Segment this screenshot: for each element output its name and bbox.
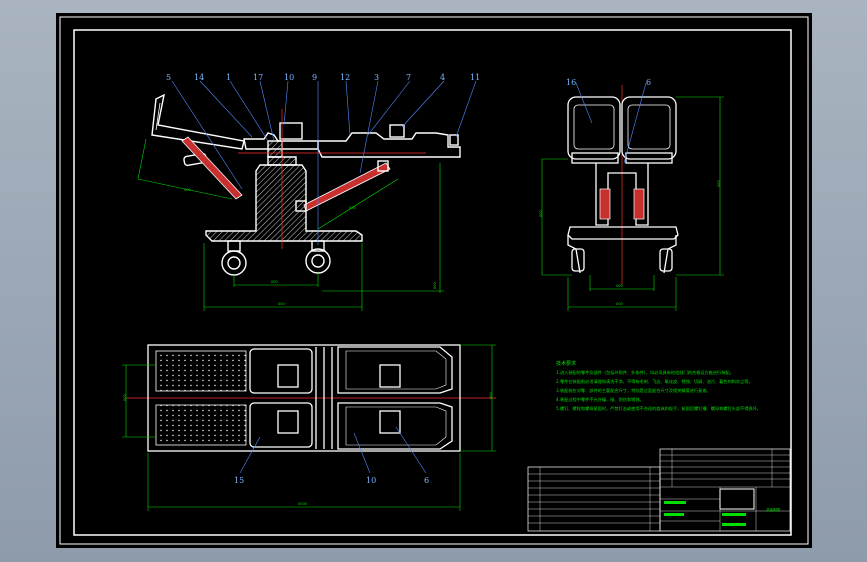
label-4: 4 — [440, 73, 445, 82]
label-10: 10 — [284, 73, 294, 82]
svg-text:000: 000 — [616, 284, 623, 288]
top-view-labels: 15 10 6 — [234, 476, 429, 485]
front-caster-right — [659, 248, 673, 272]
right-seat-back — [621, 96, 677, 160]
front-caster-left — [571, 248, 585, 272]
svg-text:0000: 0000 — [298, 502, 307, 506]
label-15: 15 — [234, 476, 244, 485]
top-view-leaders — [239, 426, 427, 474]
svg-text:000: 000 — [489, 392, 493, 399]
svg-text:000: 000 — [184, 188, 191, 192]
label-17: 17 — [253, 73, 263, 82]
label-7: 7 — [406, 73, 411, 82]
notes-line-1: 1.进入装配的零件及部件（包括外购件、外协件），均必须具有检验部门的合格证方能进… — [556, 369, 734, 376]
notes-heading: 技术要求 — [556, 360, 576, 367]
caster-right — [305, 248, 331, 274]
label-11: 11 — [470, 73, 480, 82]
label-3: 3 — [374, 73, 379, 82]
side-view-dims — [137, 138, 444, 311]
label-5: 5 — [166, 73, 171, 82]
leg-plate — [317, 132, 461, 158]
svg-text:000: 000 — [616, 302, 623, 306]
left-seat-back — [567, 96, 621, 160]
main-column — [205, 164, 363, 242]
front-base — [567, 226, 679, 240]
side-view-leaders — [171, 80, 477, 245]
side-view-dim-text: 000 000 000 000 000 — [184, 188, 437, 306]
side-view-labels: 5 14 1 17 10 9 12 3 7 4 11 — [166, 73, 480, 82]
hub-block — [279, 122, 303, 140]
notes-line-5: 5.螺钉、螺栓和螺母紧固时，严禁打击或使用不合适的旋具和扳手。紧固后螺钉槽、螺母… — [556, 405, 761, 412]
label-1: 1 — [226, 73, 231, 82]
notes-line-3: 3.装配前应对零、部件的主要配合尺寸，特别是过盈配合尺寸及相关精度进行复查。 — [556, 387, 711, 394]
drawing-name: 总装配图 — [766, 507, 780, 512]
svg-text:000: 000 — [278, 302, 285, 306]
notes-line-2: 2.零件在装配前必须清理和清洗干净，不得有毛刺、飞边、氧化皮、锈蚀、切屑、油污、… — [556, 378, 753, 385]
front-view-dims — [541, 96, 724, 311]
front-view-dim-text: 000 000 000 000 — [539, 180, 721, 306]
inner-border — [73, 29, 792, 536]
centerlines — [126, 85, 623, 399]
headrest-pad-right — [155, 404, 247, 446]
label-12: 12 — [340, 73, 350, 82]
caster-left — [221, 250, 247, 276]
top-outline — [147, 344, 461, 452]
top-view-dims — [122, 344, 496, 511]
label-14: 14 — [194, 73, 204, 82]
backrest — [151, 93, 245, 150]
svg-text:000: 000 — [349, 206, 356, 210]
technical-notes: 技术要求 1.进入装配的零件及部件（包括外购件、外协件），均必须具有检验部门的合… — [556, 360, 761, 412]
svg-text:000: 000 — [539, 210, 543, 217]
front-view-leaders — [575, 82, 647, 164]
label-16: 16 — [566, 78, 576, 87]
svg-text:000: 000 — [271, 280, 278, 284]
front-view — [567, 96, 679, 274]
side-view — [151, 93, 461, 276]
title-block: 总装配图 — [527, 448, 791, 532]
svg-text:000: 000 — [717, 180, 721, 187]
top-view-dim-text: 000 000 0000 — [123, 392, 493, 506]
leg-strut — [303, 162, 391, 212]
leg-block — [389, 124, 405, 138]
svg-text:000: 000 — [433, 282, 437, 289]
notes-line-4: 4.装配过程中零件不允许磕、碰、划伤和锈蚀。 — [556, 396, 644, 403]
label-10-top: 10 — [366, 476, 376, 485]
top-view — [147, 344, 461, 452]
cad-drawing: 000 000 000 000 000 5 14 1 17 10 9 12 3 … — [59, 16, 809, 545]
label-6-front: 6 — [646, 78, 651, 87]
outer-border — [59, 16, 809, 545]
front-view-labels: 16 6 — [566, 78, 651, 87]
back-strut — [181, 136, 243, 200]
label-9: 9 — [312, 73, 317, 82]
drawing-sheet: 000 000 000 000 000 5 14 1 17 10 9 12 3 … — [56, 13, 812, 548]
svg-text:000: 000 — [123, 394, 127, 401]
label-6-top: 6 — [424, 476, 429, 485]
headrest-pad-left — [155, 350, 247, 392]
